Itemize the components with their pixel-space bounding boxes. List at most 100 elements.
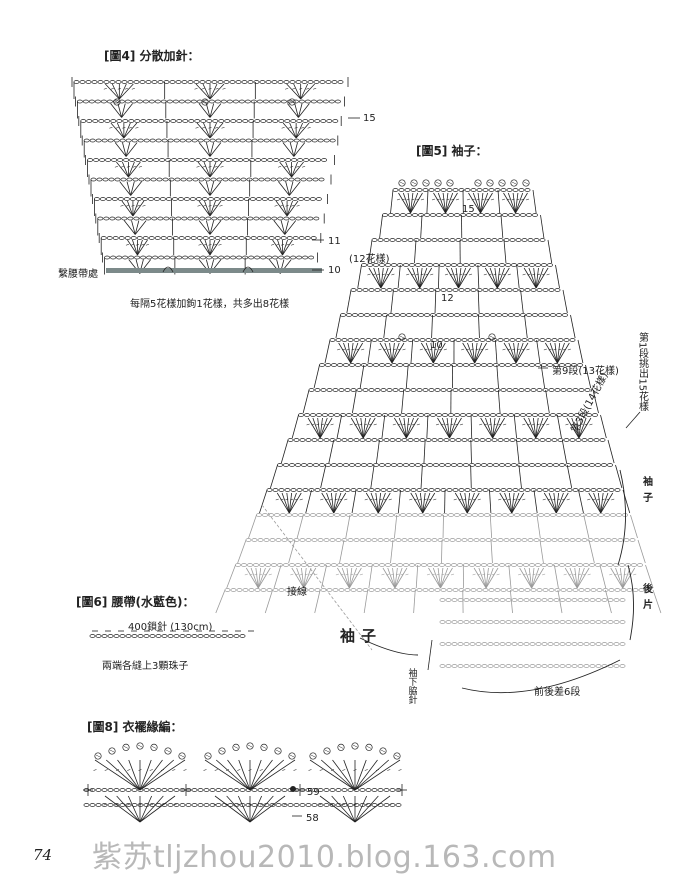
chain-stitch (358, 313, 364, 317)
stitch-line (511, 492, 525, 514)
stitch-line (278, 165, 282, 168)
stitch-line (324, 339, 331, 364)
stitch-line (276, 492, 290, 514)
chain-stitch (536, 388, 543, 392)
chain-stitch (458, 188, 465, 192)
chain-stitch (554, 488, 561, 492)
chain-stitch (514, 513, 520, 517)
chain-stitch (515, 438, 522, 442)
stitch-line (503, 192, 516, 214)
chain-stitch (153, 197, 160, 201)
stitch-line (423, 181, 429, 185)
stitch-line (480, 192, 489, 214)
chain-stitch (326, 119, 333, 123)
chain-stitch (484, 213, 490, 217)
chain-stitch (490, 313, 496, 317)
stitch-line (279, 161, 292, 178)
chain-stitch (410, 188, 417, 192)
stitch-line (338, 342, 352, 364)
stitch-line (401, 198, 405, 201)
stitch-line (485, 567, 494, 589)
stitch-line (569, 567, 578, 589)
stitch-line (208, 87, 212, 90)
chain-stitch (466, 313, 472, 317)
stitch-line (214, 795, 251, 823)
stitch-line (553, 492, 557, 514)
picot-stitch (323, 747, 331, 755)
chain-stitch (518, 588, 525, 592)
chain-stitch (535, 563, 541, 567)
stitch-line (519, 567, 532, 589)
chain-stitch (301, 463, 307, 467)
chain-stitch (287, 138, 294, 143)
chain-stitch (296, 119, 303, 123)
stitch-line (314, 589, 321, 614)
chain-stitch (403, 463, 409, 467)
chain-stitch (214, 236, 221, 240)
chain-stitch (291, 158, 298, 162)
stitch-line (331, 795, 356, 823)
chain-stitch (442, 413, 448, 417)
chain-stitch (479, 338, 486, 342)
stitch-line (577, 339, 584, 364)
chain-stitch (349, 563, 355, 567)
chain-stitch (493, 363, 499, 367)
stitch-line (376, 273, 381, 276)
chain-stitch (521, 338, 528, 342)
chain-stitch (464, 388, 471, 392)
stitch-line (335, 314, 341, 339)
stitch-line (127, 769, 131, 771)
stitch-line (313, 87, 317, 90)
chain-stitch (371, 538, 378, 542)
stitch-line (395, 573, 399, 576)
chain-stitch (101, 634, 108, 638)
chain-stitch (334, 413, 340, 417)
chain-stitch (356, 388, 363, 392)
chain-stitch (383, 788, 390, 792)
chain-stitch (167, 634, 174, 638)
chain-stitch (428, 188, 435, 192)
chain-stitch (284, 588, 291, 592)
chain-stitch (475, 563, 481, 567)
chain-stitch (389, 338, 396, 342)
chain-stitch (511, 363, 517, 367)
chain-stitch (189, 158, 196, 162)
chain-stitch (343, 363, 349, 367)
stitch-line (392, 348, 396, 351)
stitch-line (426, 573, 431, 576)
chain-stitch (419, 538, 426, 542)
stitch-line (294, 126, 298, 129)
chain-stitch (506, 588, 513, 592)
stitch-line (446, 198, 450, 201)
chain-stitch (484, 513, 490, 517)
stitch-line (270, 243, 275, 246)
stitch-line (488, 423, 492, 426)
stitch-line (333, 492, 342, 514)
stitch-line (536, 273, 541, 276)
stitch-line (285, 204, 289, 207)
chain-stitch (397, 363, 403, 367)
chain-stitch (389, 803, 396, 807)
chain-stitch (202, 236, 209, 240)
stitch-line (362, 417, 371, 439)
stitch-line (474, 342, 478, 364)
chain-stitch (117, 158, 124, 162)
stitch-line (139, 759, 175, 791)
stitch-line (374, 498, 378, 501)
fig5-row-15: 15 (462, 204, 475, 215)
chain-stitch (571, 642, 578, 646)
chain-stitch (125, 138, 132, 143)
chain-stitch (119, 788, 126, 792)
chain-stitch (263, 138, 270, 143)
chain-stitch (104, 255, 111, 260)
chain-stitch (529, 463, 535, 467)
chain-stitch (439, 563, 445, 567)
chain-stitch (392, 588, 399, 592)
chain-stitch (595, 598, 602, 602)
chain-stitch (404, 488, 411, 492)
chain-stitch (455, 538, 462, 542)
stitch-line (512, 192, 516, 214)
chain-stitch (470, 388, 477, 392)
picot-stitch (94, 752, 102, 760)
stitch-line (406, 273, 410, 276)
